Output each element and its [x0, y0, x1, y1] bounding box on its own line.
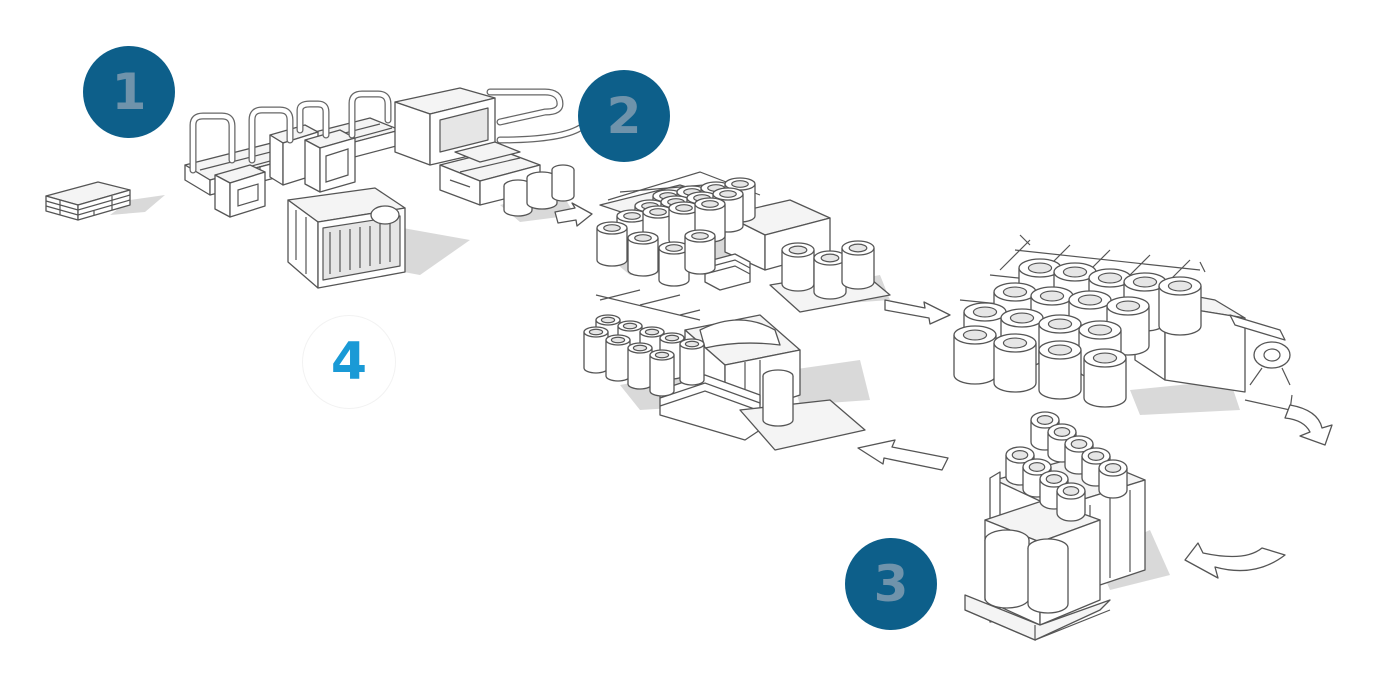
sliver-can: [841, 240, 875, 290]
roving-can: [1158, 276, 1202, 336]
roving-can: [993, 333, 1037, 393]
flow-arrows: [554, 202, 1333, 579]
flow-arrow-4: [1184, 542, 1286, 579]
sliver-can: [649, 349, 675, 397]
step-badge-2: 2: [578, 70, 670, 162]
sliver-can: [781, 242, 815, 292]
blowroom-line: [184, 87, 584, 218]
step-badge-1-label: 1: [111, 63, 147, 121]
sliver-can: [668, 201, 700, 247]
step-badge-4-label: 4: [330, 332, 368, 392]
can-groups: [583, 177, 1202, 522]
bobbin: [1056, 482, 1086, 522]
carding-machine: [287, 187, 406, 289]
sliver-can: [627, 231, 659, 277]
sliver-can: [583, 326, 609, 374]
sliver-can: [684, 229, 716, 275]
roving-can: [953, 325, 997, 385]
bale-stack: [45, 181, 131, 221]
sliver-can: [813, 250, 847, 300]
step-badge-2-label: 2: [606, 87, 642, 145]
roving-can: [1083, 348, 1127, 408]
step-badge-4: 4: [303, 316, 395, 408]
sliver-can: [627, 342, 653, 390]
flow-arrow-5: [857, 439, 949, 471]
flow-arrow-1: [554, 202, 593, 227]
step-badge-1: 1: [83, 46, 175, 138]
flow-arrow-2: [884, 299, 951, 325]
sliver-can: [596, 221, 628, 267]
roving-can: [1038, 340, 1082, 400]
sliver-can: [605, 334, 631, 382]
step-badge-3: 3: [845, 538, 937, 630]
sliver-can: [658, 241, 690, 287]
flow-arrow-3: [1284, 404, 1333, 446]
bobbin: [1098, 459, 1128, 499]
sliver-can: [679, 338, 705, 386]
step-badge-3-label: 3: [873, 555, 909, 613]
lap-winding-machine: [595, 289, 866, 451]
drawing-frame: [439, 141, 575, 217]
